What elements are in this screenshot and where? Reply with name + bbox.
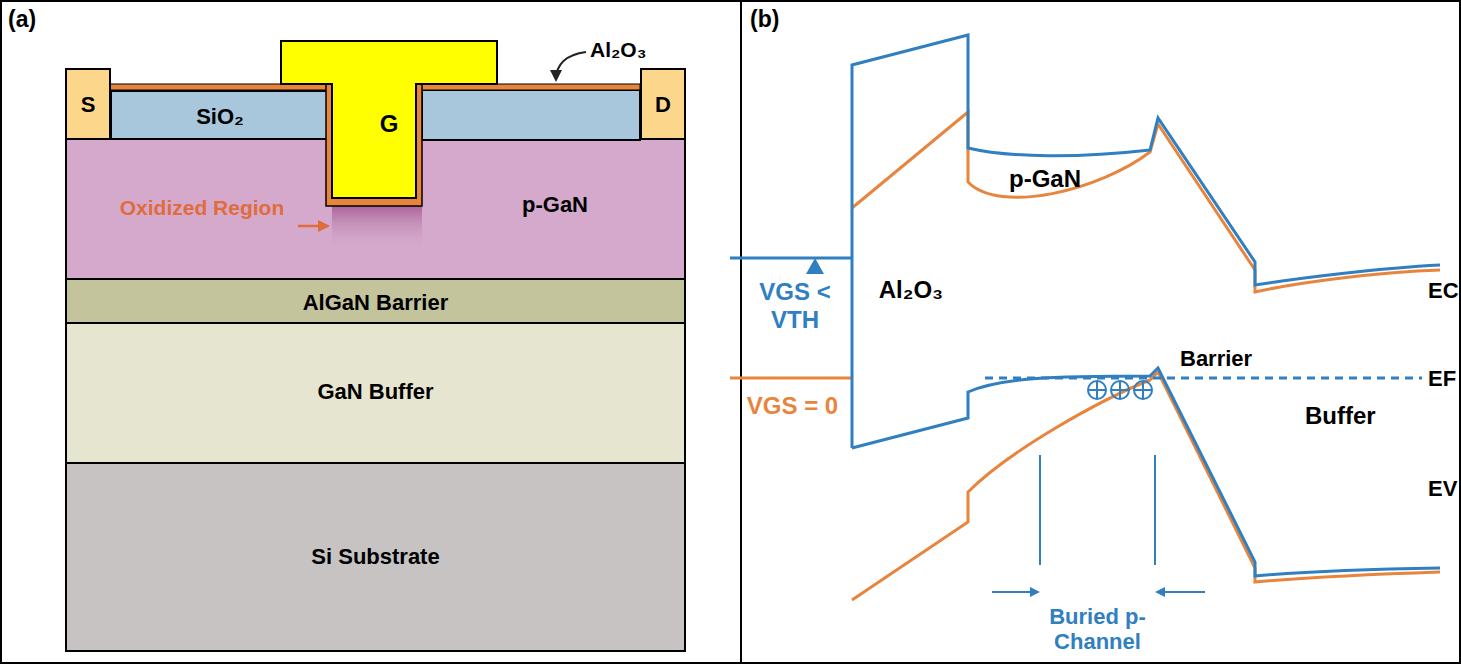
text-label: Barrier: [1180, 346, 1280, 371]
text-label: (b): [750, 6, 810, 32]
text-label: VGS < VTH: [745, 278, 845, 333]
layer-box: SiO₂: [110, 90, 330, 140]
layer-box: GaN Buffer: [65, 322, 686, 464]
layer-label: p-GaN: [522, 192, 684, 218]
sio2-right: [422, 90, 640, 140]
layer-label: D: [642, 92, 684, 118]
text-label: Al₂O₃: [590, 38, 690, 62]
layer-box: AlGaN Barrier: [65, 278, 686, 324]
text-label: Al₂O₃: [866, 276, 956, 304]
text-label: EC: [1428, 278, 1460, 303]
layer-label: GaN Buffer: [67, 379, 684, 405]
layer-label: S: [67, 92, 109, 118]
layer-box: Si Substrate: [65, 462, 686, 652]
text-label: Buried p-Channel: [1030, 604, 1165, 655]
hole-symbols: [1088, 381, 1152, 399]
text-label: p-GaN: [990, 165, 1100, 193]
oxidized-region: [332, 205, 422, 250]
channel-bracket: [992, 455, 1205, 592]
layer-label: AlGaN Barrier: [67, 290, 684, 316]
text-label: (a): [8, 6, 68, 32]
gate-electrode: G: [280, 40, 498, 208]
leader-arrow: [298, 225, 328, 228]
layer-label: Si Substrate: [67, 544, 684, 570]
leader-arrow: [556, 52, 586, 80]
bias-arrow-head: [806, 258, 824, 274]
band-vgs0: [730, 112, 1440, 600]
text-label: Oxidized Region: [112, 196, 292, 220]
layer-label: G: [280, 110, 498, 138]
text-label: EF: [1428, 366, 1460, 391]
layer-box: D: [640, 68, 686, 140]
text-label: VGS = 0: [735, 392, 850, 420]
text-label: Buffer: [1305, 402, 1405, 430]
layer-label: SiO₂: [112, 104, 328, 130]
layer-box: S: [65, 68, 111, 140]
text-label: EV: [1428, 476, 1460, 501]
panel-divider: [740, 1, 742, 663]
band-vgs-below-vth: [730, 35, 1440, 576]
